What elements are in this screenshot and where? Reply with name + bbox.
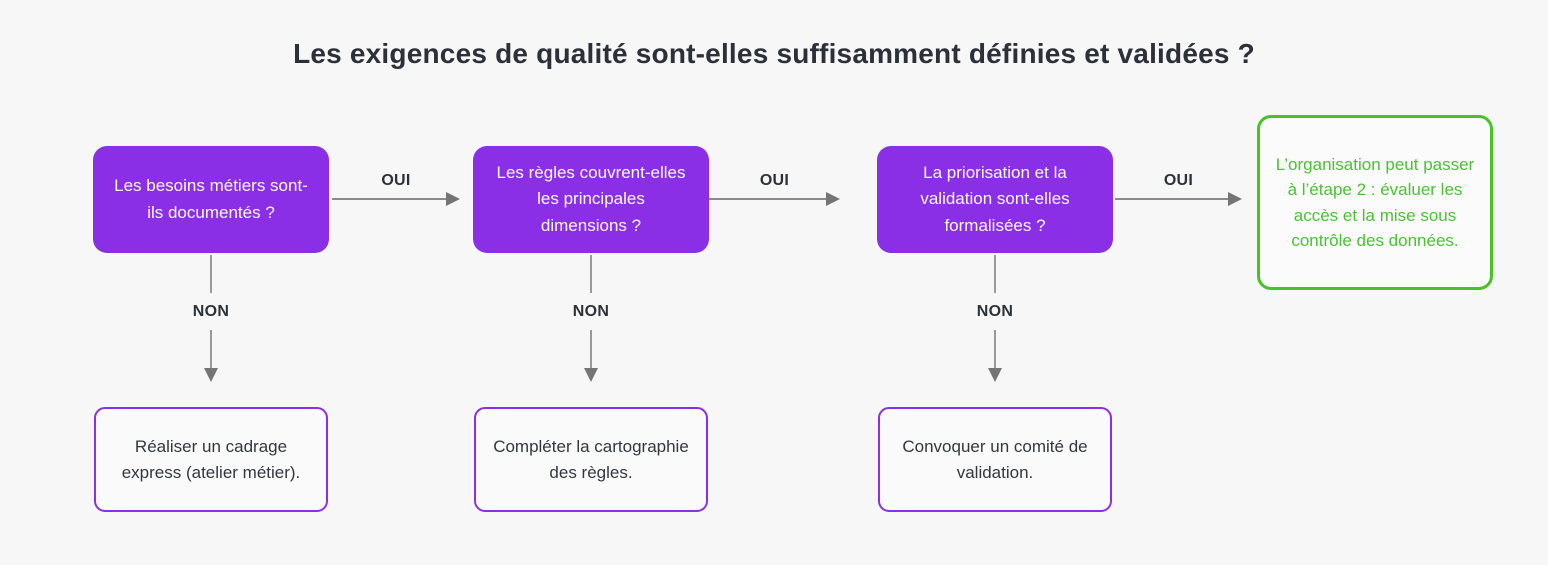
no-arrow-stem-3 [994,255,996,293]
action-box-3-text: Convoquer un comité de validation. [902,437,1088,482]
action-box-2-text: Compléter la cartographie des règles. [493,437,689,482]
yes-arrow-line-1 [332,198,448,200]
decision-box-1: Les besoins métiers sont-ils documentés … [93,146,329,253]
no-arrow-head-icon-3 [988,368,1002,382]
decision-box-3-text: La priorisation et la validation sont-el… [920,162,1070,235]
yes-label-2: OUI [759,172,790,189]
no-label-1: NON [192,303,230,320]
page-title: Les exigences de qualité sont-elles suff… [293,38,1255,69]
no-arrow-head-icon-2 [584,368,598,382]
no-arrow-head-icon-1 [204,368,218,382]
no-arrow-line-2 [590,330,592,368]
action-box-1: Réaliser un cadrage express (atelier mét… [94,407,328,512]
action-box-1-text: Réaliser un cadrage express (atelier mét… [121,437,301,482]
yes-arrow-head-icon-1 [446,192,460,206]
no-label-2: NON [572,303,610,320]
outcome-box: L’organisation peut passer à l’étape 2 :… [1257,115,1493,290]
yes-arrow-line-2 [709,198,826,200]
action-box-2: Compléter la cartographie des règles. [474,407,708,512]
yes-label-3: OUI [1163,172,1194,189]
decision-box-2: Les règles couvrent-elles les principale… [473,146,709,253]
yes-arrow-head-icon-2 [826,192,840,206]
yes-arrow-line-3 [1115,198,1228,200]
no-arrow-stem-1 [210,255,212,293]
decision-box-2-text: Les règles couvrent-elles les principale… [496,162,686,235]
yes-arrow-head-icon-3 [1228,192,1242,206]
decision-box-3: La priorisation et la validation sont-el… [877,146,1113,253]
no-arrow-line-1 [210,330,212,368]
no-label-3: NON [976,303,1014,320]
outcome-box-text: L’organisation peut passer à l’étape 2 :… [1275,154,1475,251]
decision-box-1-text: Les besoins métiers sont-ils documentés … [114,176,308,222]
yes-label-1: OUI [381,172,411,189]
action-box-3: Convoquer un comité de validation. [878,407,1112,512]
no-arrow-line-3 [994,330,996,368]
no-arrow-stem-2 [590,255,592,293]
